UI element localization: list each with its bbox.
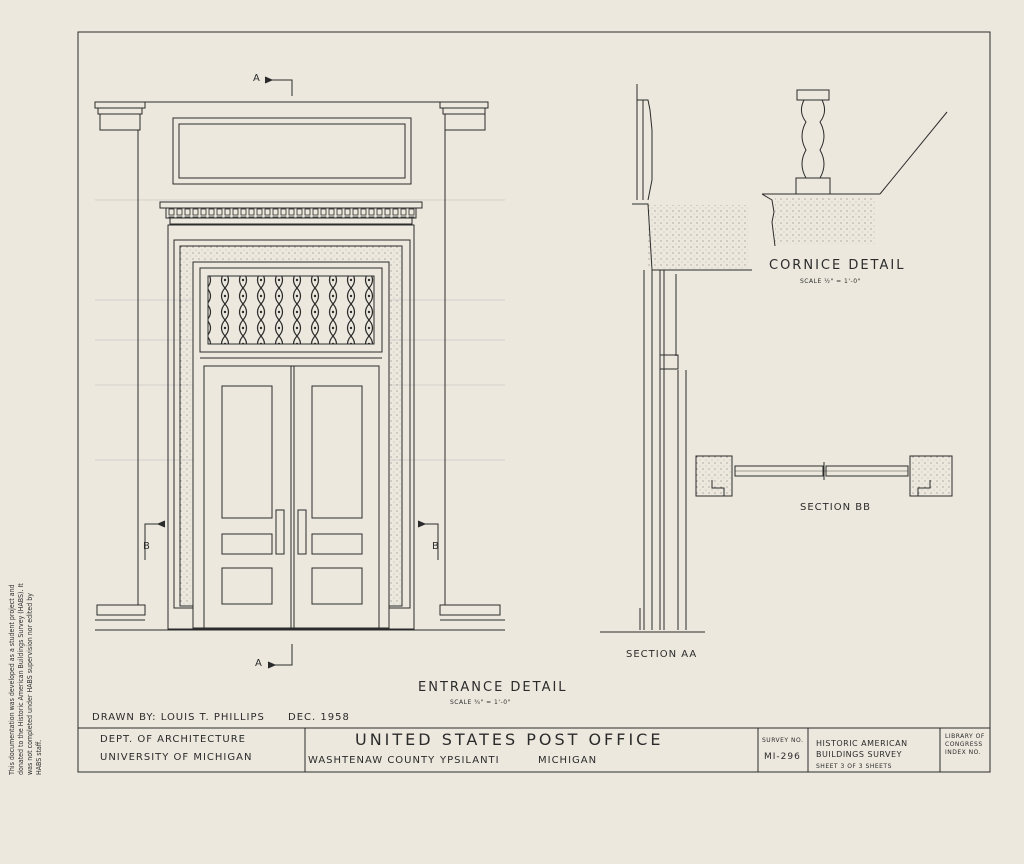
cornice-detail-title: Cornice Detail bbox=[769, 258, 906, 273]
dept-line-1: Dept. of Architecture bbox=[100, 734, 246, 745]
loc-line-2: Congress bbox=[945, 741, 983, 748]
project-title: United States Post Office bbox=[355, 730, 664, 749]
section-bb-drawing bbox=[695, 455, 953, 497]
section-aa-drawing bbox=[600, 84, 752, 633]
section-marker-b-right: B bbox=[432, 541, 440, 552]
entrance-detail-scale: Scale ¾" = 1'-0" bbox=[450, 699, 511, 706]
survey-number: MI-296 bbox=[764, 752, 801, 762]
habs-line-2: Buildings Survey bbox=[816, 750, 902, 759]
state-name: Michigan bbox=[538, 755, 598, 766]
entrance-detail-title: Entrance Detail bbox=[418, 680, 568, 695]
loc-line-1: Library of bbox=[945, 733, 985, 740]
section-marker-b-left: B bbox=[143, 541, 151, 552]
sheet-border bbox=[77, 31, 991, 773]
survey-number-label: Survey No. bbox=[762, 737, 804, 744]
sheet-number: Sheet 3 of 3 Sheets bbox=[816, 763, 892, 770]
habs-line-1: Historic American bbox=[816, 739, 908, 748]
drawn-date: Dec. 1958 bbox=[288, 712, 350, 723]
drawn-by: Drawn by: Louis T. Phillips bbox=[92, 712, 265, 723]
section-aa-title: Section AA bbox=[626, 649, 698, 660]
cornice-detail-scale: Scale ½" = 1'-0" bbox=[800, 278, 861, 285]
city-name: Ypsilanti bbox=[440, 755, 500, 766]
dept-line-2: University of Michigan bbox=[100, 752, 253, 763]
section-bb-title: Section BB bbox=[800, 502, 871, 513]
cornice-detail-drawing bbox=[761, 89, 948, 247]
loc-line-3: Index No. bbox=[945, 749, 982, 756]
section-marker-a-bottom: A bbox=[255, 658, 263, 669]
entrance-elevation bbox=[94, 76, 505, 669]
county-name: Washtenaw County bbox=[308, 755, 436, 766]
section-marker-a-top: A bbox=[253, 73, 261, 84]
habs-disclaimer-note: This documentation was developed as a st… bbox=[8, 583, 43, 775]
